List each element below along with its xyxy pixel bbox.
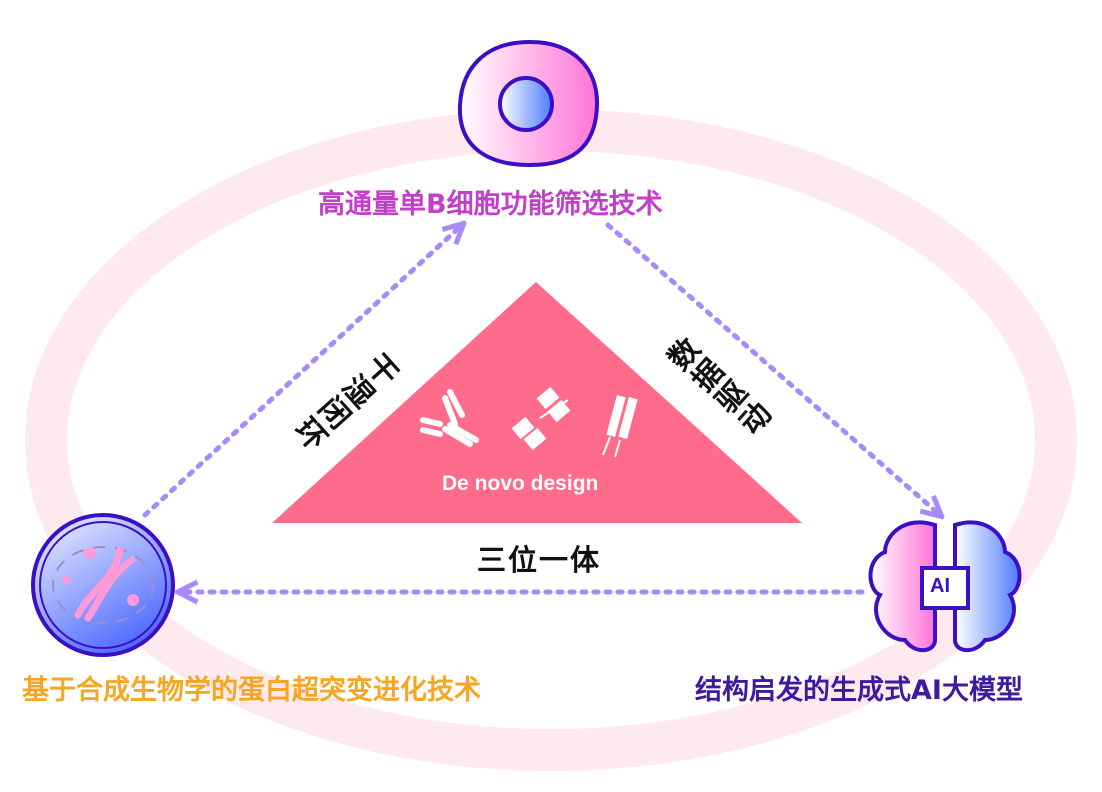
- arrow-left-to-top: [142, 225, 462, 518]
- dna-cell-icon: [31, 513, 175, 657]
- edge-label-bottom: 三位一体: [477, 543, 602, 577]
- tcr-icon: [602, 395, 638, 458]
- top-node-label: 高通量单B细胞功能筛选技术: [318, 189, 663, 220]
- center-label: De novo design: [442, 472, 599, 495]
- protein-domain-icon: [511, 386, 571, 451]
- right-node-label: 结构启发的生成式AI大模型: [695, 675, 1023, 706]
- center-triangle: [272, 282, 802, 523]
- left-node-label: 基于合成生物学的蛋白超突变进化技术: [22, 675, 481, 706]
- ai-chip-label: AI: [930, 575, 950, 597]
- ai-brain-icon: [868, 520, 1022, 653]
- cell-icon: [457, 39, 600, 168]
- arrow-top-to-right: [605, 222, 940, 515]
- antibody-icon: [420, 389, 479, 447]
